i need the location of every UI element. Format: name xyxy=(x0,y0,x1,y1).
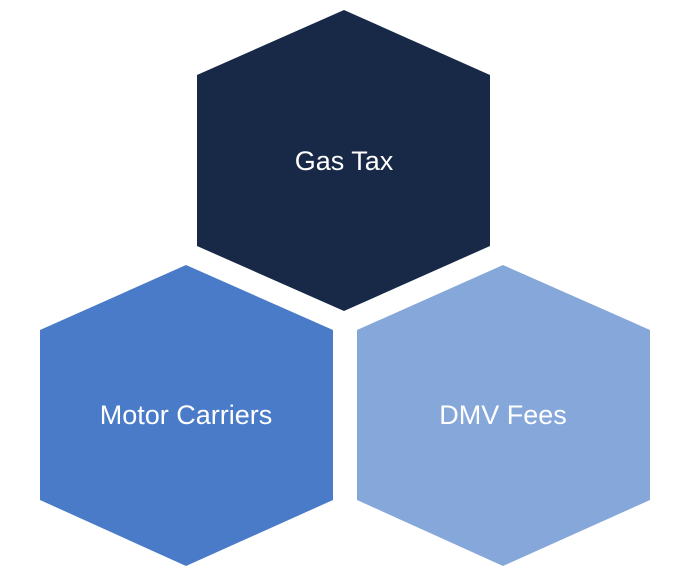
hexagon-label: Gas Tax xyxy=(295,146,394,176)
hexagon-dmv-fees: DMV Fees xyxy=(357,265,650,566)
hexagon-shape xyxy=(40,265,333,566)
hexagon-gas-tax: Gas Tax xyxy=(197,10,490,311)
hexagon-label: DMV Fees xyxy=(439,400,567,430)
hexagon-shape xyxy=(357,265,650,566)
hexagon-motor-carriers: Motor Carriers xyxy=(40,265,333,566)
hexagon-label: Motor Carriers xyxy=(100,400,273,430)
hexagon-shape xyxy=(197,10,490,311)
